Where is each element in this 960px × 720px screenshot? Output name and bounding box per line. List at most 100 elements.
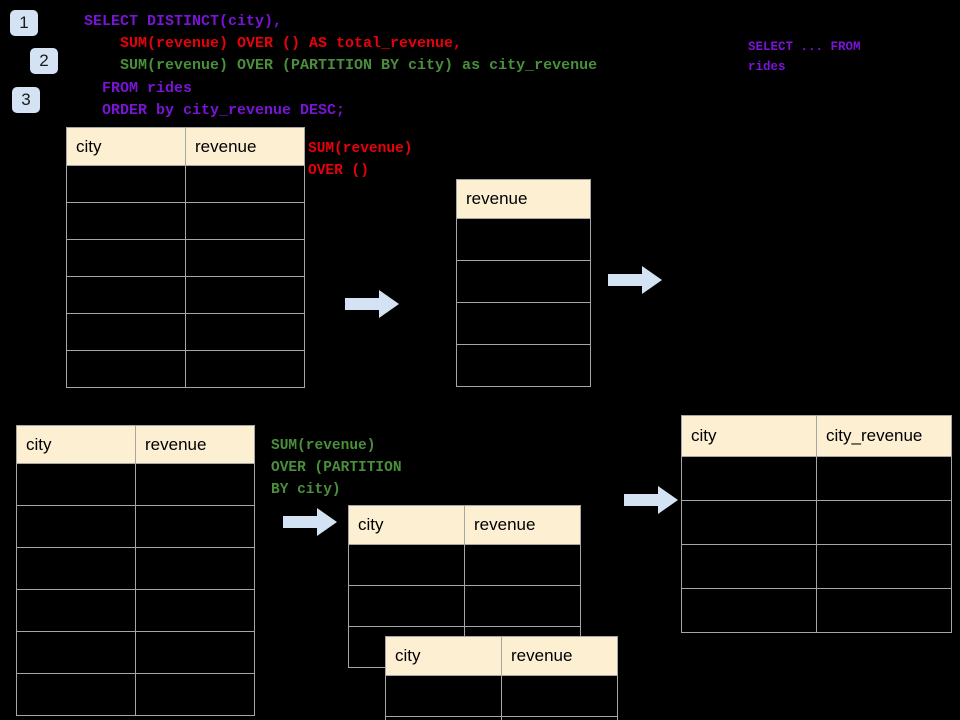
right-arrow-icon — [283, 508, 337, 536]
column-header-revenue: revenue — [464, 505, 581, 545]
table-cell — [464, 585, 581, 627]
table-header-row: city revenue — [348, 505, 581, 545]
table-cell — [66, 202, 186, 240]
table-cell — [681, 588, 817, 633]
table-cell — [135, 463, 255, 506]
table-cell — [185, 276, 305, 314]
table-row — [66, 239, 305, 277]
table-row — [16, 547, 255, 590]
table-cell — [16, 463, 136, 506]
table-cell — [456, 218, 591, 261]
column-header-city-revenue: city_revenue — [816, 415, 952, 457]
table-cell — [135, 547, 255, 590]
table-cell — [385, 675, 502, 717]
sql-line-city-revenue: SUM(revenue) OVER (PARTITION BY city) as… — [84, 57, 598, 74]
step-badge-2: 2 — [30, 48, 58, 74]
table-row — [681, 588, 952, 633]
table-cell — [16, 589, 136, 632]
table-cell — [501, 716, 618, 720]
table-row — [385, 716, 618, 720]
table-row — [16, 505, 255, 548]
table-row — [66, 350, 305, 388]
sql-line-order-by: ORDER by city_revenue DESC; — [84, 102, 346, 119]
table-cell — [185, 239, 305, 277]
table-cell — [16, 673, 136, 716]
table-cell — [456, 302, 591, 345]
table-cell — [16, 631, 136, 674]
table-cell — [501, 675, 618, 717]
table-row — [456, 260, 591, 303]
table-cell — [385, 716, 502, 720]
table-cell — [464, 544, 581, 586]
table-row — [681, 500, 952, 545]
table-cell — [348, 585, 465, 627]
table-cell — [185, 313, 305, 351]
table-cell — [185, 165, 305, 203]
table-partition-group-b: city revenue — [385, 636, 618, 720]
arrow-partition-to-result — [624, 484, 680, 516]
table-row — [385, 675, 618, 717]
table-cell — [135, 505, 255, 548]
table-row — [456, 218, 591, 261]
table-row — [16, 463, 255, 506]
table-cell — [16, 505, 136, 548]
arrow-source-to-total — [345, 288, 401, 320]
table-cell — [66, 276, 186, 314]
table-cell — [816, 456, 952, 501]
sql-line-total-revenue: SUM(revenue) OVER () AS total_revenue, — [84, 35, 463, 52]
table-cell — [681, 500, 817, 545]
table-header-row: city revenue — [385, 636, 618, 676]
table-cell — [135, 673, 255, 716]
table-cell — [185, 350, 305, 388]
annotation-over-partition-line2: OVER (PARTITION — [271, 460, 402, 476]
table-cell — [816, 588, 952, 633]
arrow-source-to-partition — [283, 506, 339, 538]
column-header-city: city — [16, 425, 136, 464]
column-header-revenue: revenue — [456, 179, 591, 219]
column-header-city: city — [681, 415, 817, 457]
table-cell — [135, 631, 255, 674]
table-cell — [16, 547, 136, 590]
step-badge-1: 1 — [10, 10, 38, 36]
table-row — [16, 631, 255, 674]
arrow-total-to-result — [608, 264, 664, 296]
table-header-row: revenue — [456, 179, 591, 219]
column-header-revenue: revenue — [185, 127, 305, 166]
annotation-over-empty-line2: OVER () — [308, 163, 369, 179]
column-header-city: city — [66, 127, 186, 166]
table-row — [66, 165, 305, 203]
column-header-city: city — [385, 636, 502, 676]
table-rides-source-bottom: city revenue — [16, 425, 255, 716]
table-cell — [135, 589, 255, 632]
table-row — [16, 589, 255, 632]
annotation-over-partition-line1: SUM(revenue) — [271, 438, 376, 454]
annotation-over-partition-line3: BY city) — [271, 482, 341, 498]
table-cell — [66, 239, 186, 277]
table-row — [456, 344, 591, 387]
table-row — [66, 202, 305, 240]
table-rides-source-top: city revenue — [66, 127, 305, 388]
table-cell — [681, 456, 817, 501]
table-row — [66, 276, 305, 314]
column-header-city: city — [348, 505, 465, 545]
annotation-over-empty-line1: SUM(revenue) — [308, 141, 413, 157]
table-row — [456, 302, 591, 345]
table-row — [66, 313, 305, 351]
table-cell — [816, 500, 952, 545]
column-header-revenue: revenue — [501, 636, 618, 676]
table-total-revenue: revenue — [456, 179, 591, 387]
table-row — [348, 544, 581, 586]
sql-line-from: FROM rides — [84, 80, 193, 97]
sql-line-select-distinct: SELECT DISTINCT(city), — [84, 13, 283, 30]
step-badge-3: 3 — [12, 87, 40, 113]
table-cell — [66, 350, 186, 388]
table-header-row: city revenue — [16, 425, 255, 464]
table-row — [16, 673, 255, 716]
table-cell — [816, 544, 952, 589]
table-cell — [348, 544, 465, 586]
right-arrow-icon — [608, 266, 662, 294]
table-row — [681, 456, 952, 501]
table-header-row: city city_revenue — [681, 415, 952, 457]
side-note-select-from-line2: rides — [748, 60, 786, 74]
